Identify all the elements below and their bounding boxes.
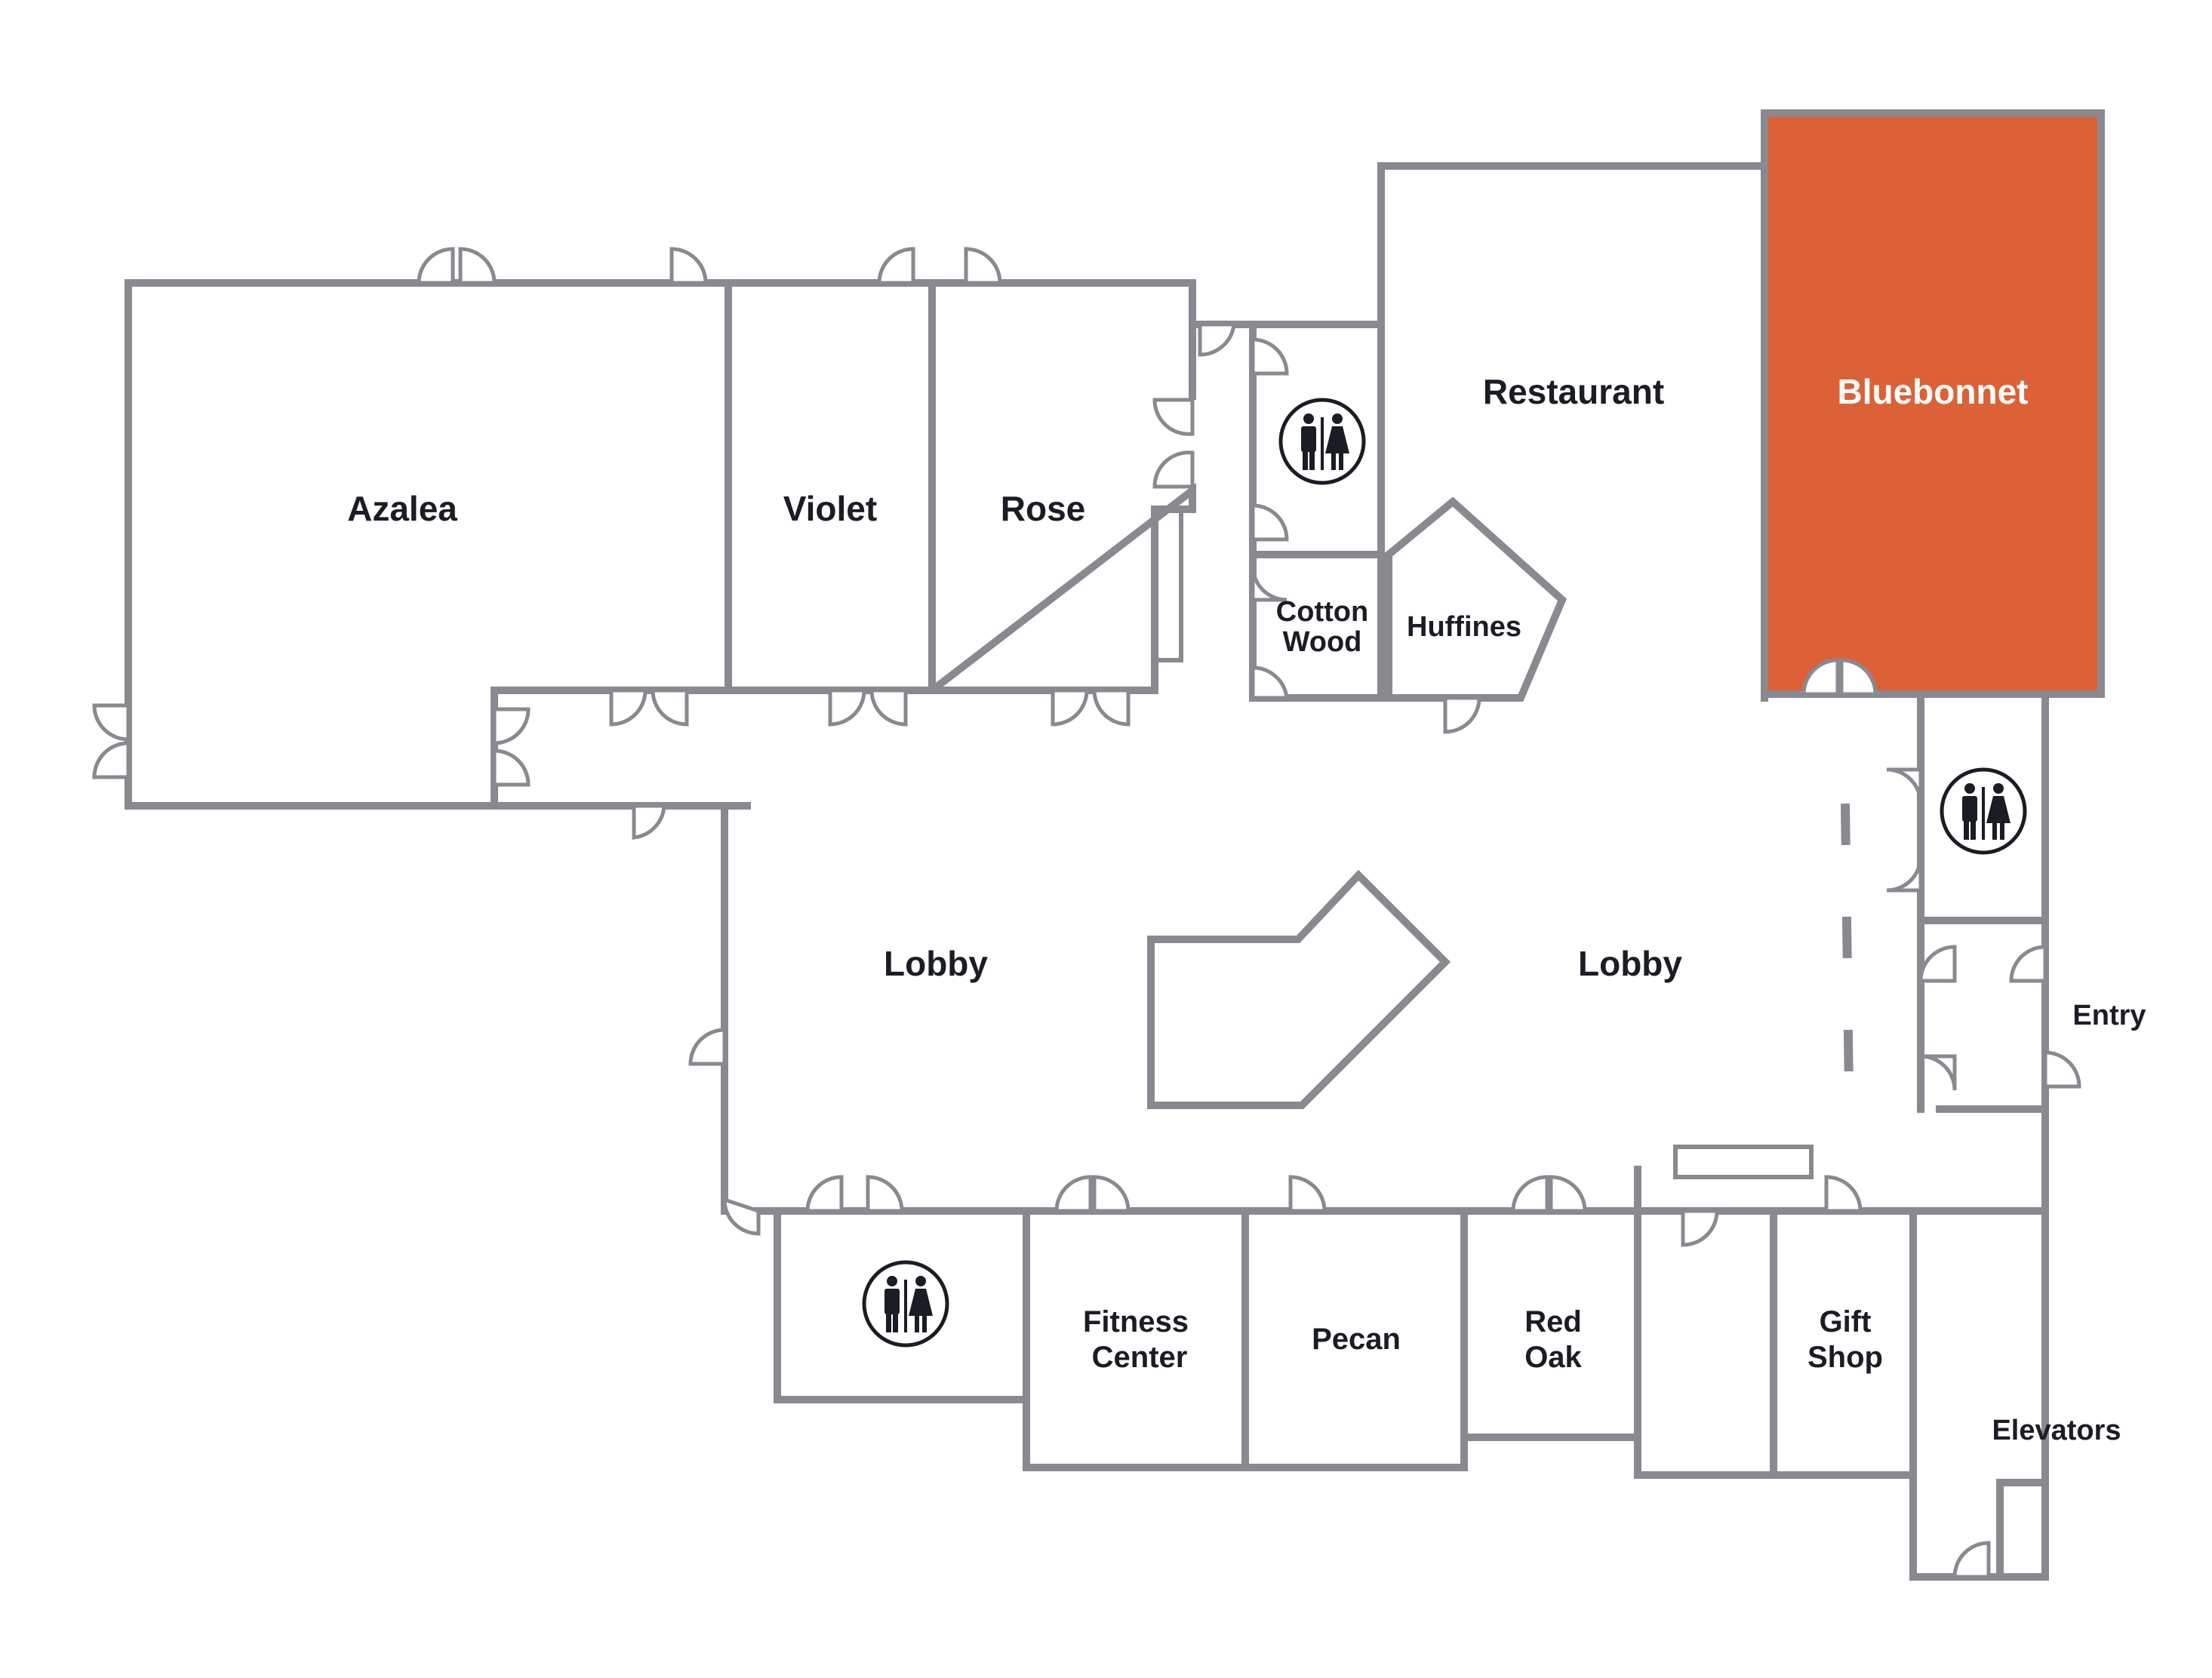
door[interactable] [632,804,666,840]
label-fitness-2: Center [1092,1341,1188,1374]
door[interactable] [1886,767,1923,804]
label-rose: Rose [1001,489,1085,528]
door[interactable] [1251,503,1289,542]
label-restaurant: Restaurant [1483,372,1664,411]
door[interactable] [964,247,1002,285]
room-restroom-east-wall [1917,694,2049,924]
door[interactable] [2009,945,2047,983]
door[interactable] [651,688,689,727]
rose-closet [1152,507,1183,662]
door[interactable] [492,707,531,745]
label-huffines: Huffines [1407,611,1521,643]
room-lobby-wall [721,802,2049,1215]
door[interactable] [1152,398,1195,436]
door[interactable] [92,741,131,779]
door[interactable] [1886,856,1923,893]
door[interactable] [1152,450,1195,489]
door[interactable] [877,247,915,285]
door[interactable] [1801,658,1840,696]
door[interactable] [2043,1050,2081,1089]
room-violet-wall [725,279,936,694]
door[interactable] [1092,1175,1131,1213]
room-restaurant-wall [1377,162,1768,702]
door[interactable] [828,688,866,727]
door[interactable] [458,247,497,285]
door[interactable] [1251,337,1289,376]
door[interactable] [869,688,908,727]
door[interactable] [688,1028,727,1066]
label-elevators: Elevators [1992,1415,2121,1446]
door[interactable] [1681,1209,1719,1247]
door[interactable] [1549,1175,1587,1213]
doors [92,247,2081,1579]
door[interactable] [669,247,708,285]
door[interactable] [805,1175,844,1213]
label-entry: Entry [2072,1000,2146,1031]
door[interactable] [1920,1054,1957,1091]
room-fitness-wall [1023,1207,1249,1471]
door[interactable] [1511,1175,1549,1213]
door[interactable] [1251,665,1289,700]
reception-desk [1147,869,1451,1109]
door[interactable] [1054,1175,1093,1213]
restroom-icon [1278,398,1366,485]
label-bluebonnet: Bluebonnet [1838,372,2029,411]
label-red-oak-2: Oak [1524,1341,1582,1374]
door[interactable] [1288,1175,1327,1213]
door[interactable] [1952,1541,1991,1579]
elevator-shaft [1996,1479,2049,1581]
bench [1673,1145,1814,1179]
door[interactable] [722,1197,761,1236]
door[interactable] [1092,688,1131,727]
door[interactable] [866,1175,904,1213]
lobby-divider [1841,803,1854,1095]
room-azalea-wall [125,279,732,810]
door[interactable] [1051,688,1089,727]
door[interactable] [1839,658,1878,696]
door[interactable] [609,688,648,727]
label-gift-shop-2: Shop [1807,1341,1883,1374]
door[interactable] [1824,1175,1863,1213]
room-bluebonnet-fill[interactable] [1764,113,2101,694]
door[interactable] [92,703,131,742]
door[interactable] [1918,945,1957,983]
label-red-oak-1: Red [1524,1305,1582,1338]
label-azalea: Azalea [347,489,457,528]
label-cotton-wood-1: Cotton [1276,596,1368,628]
door[interactable] [1251,565,1288,602]
door[interactable] [492,748,531,787]
door[interactable] [1198,322,1236,357]
restroom-icon [862,1260,949,1348]
label-lobby-west: Lobby [884,944,988,983]
room-elevators-wall [1909,1207,2049,1581]
label-cotton-wood-2: Wood [1283,626,1362,658]
room-storage-wall [1634,1207,1777,1479]
door[interactable] [417,247,455,285]
label-gift-shop-1: Gift [1820,1305,1872,1338]
room-huffines-wall [1385,496,1567,702]
door[interactable] [1443,696,1481,734]
label-violet: Violet [783,489,877,528]
label-pecan: Pecan [1312,1323,1401,1356]
label-fitness-1: Fitness [1083,1305,1189,1338]
restroom-icon [1940,767,2027,855]
label-lobby-east: Lobby [1578,944,1682,983]
